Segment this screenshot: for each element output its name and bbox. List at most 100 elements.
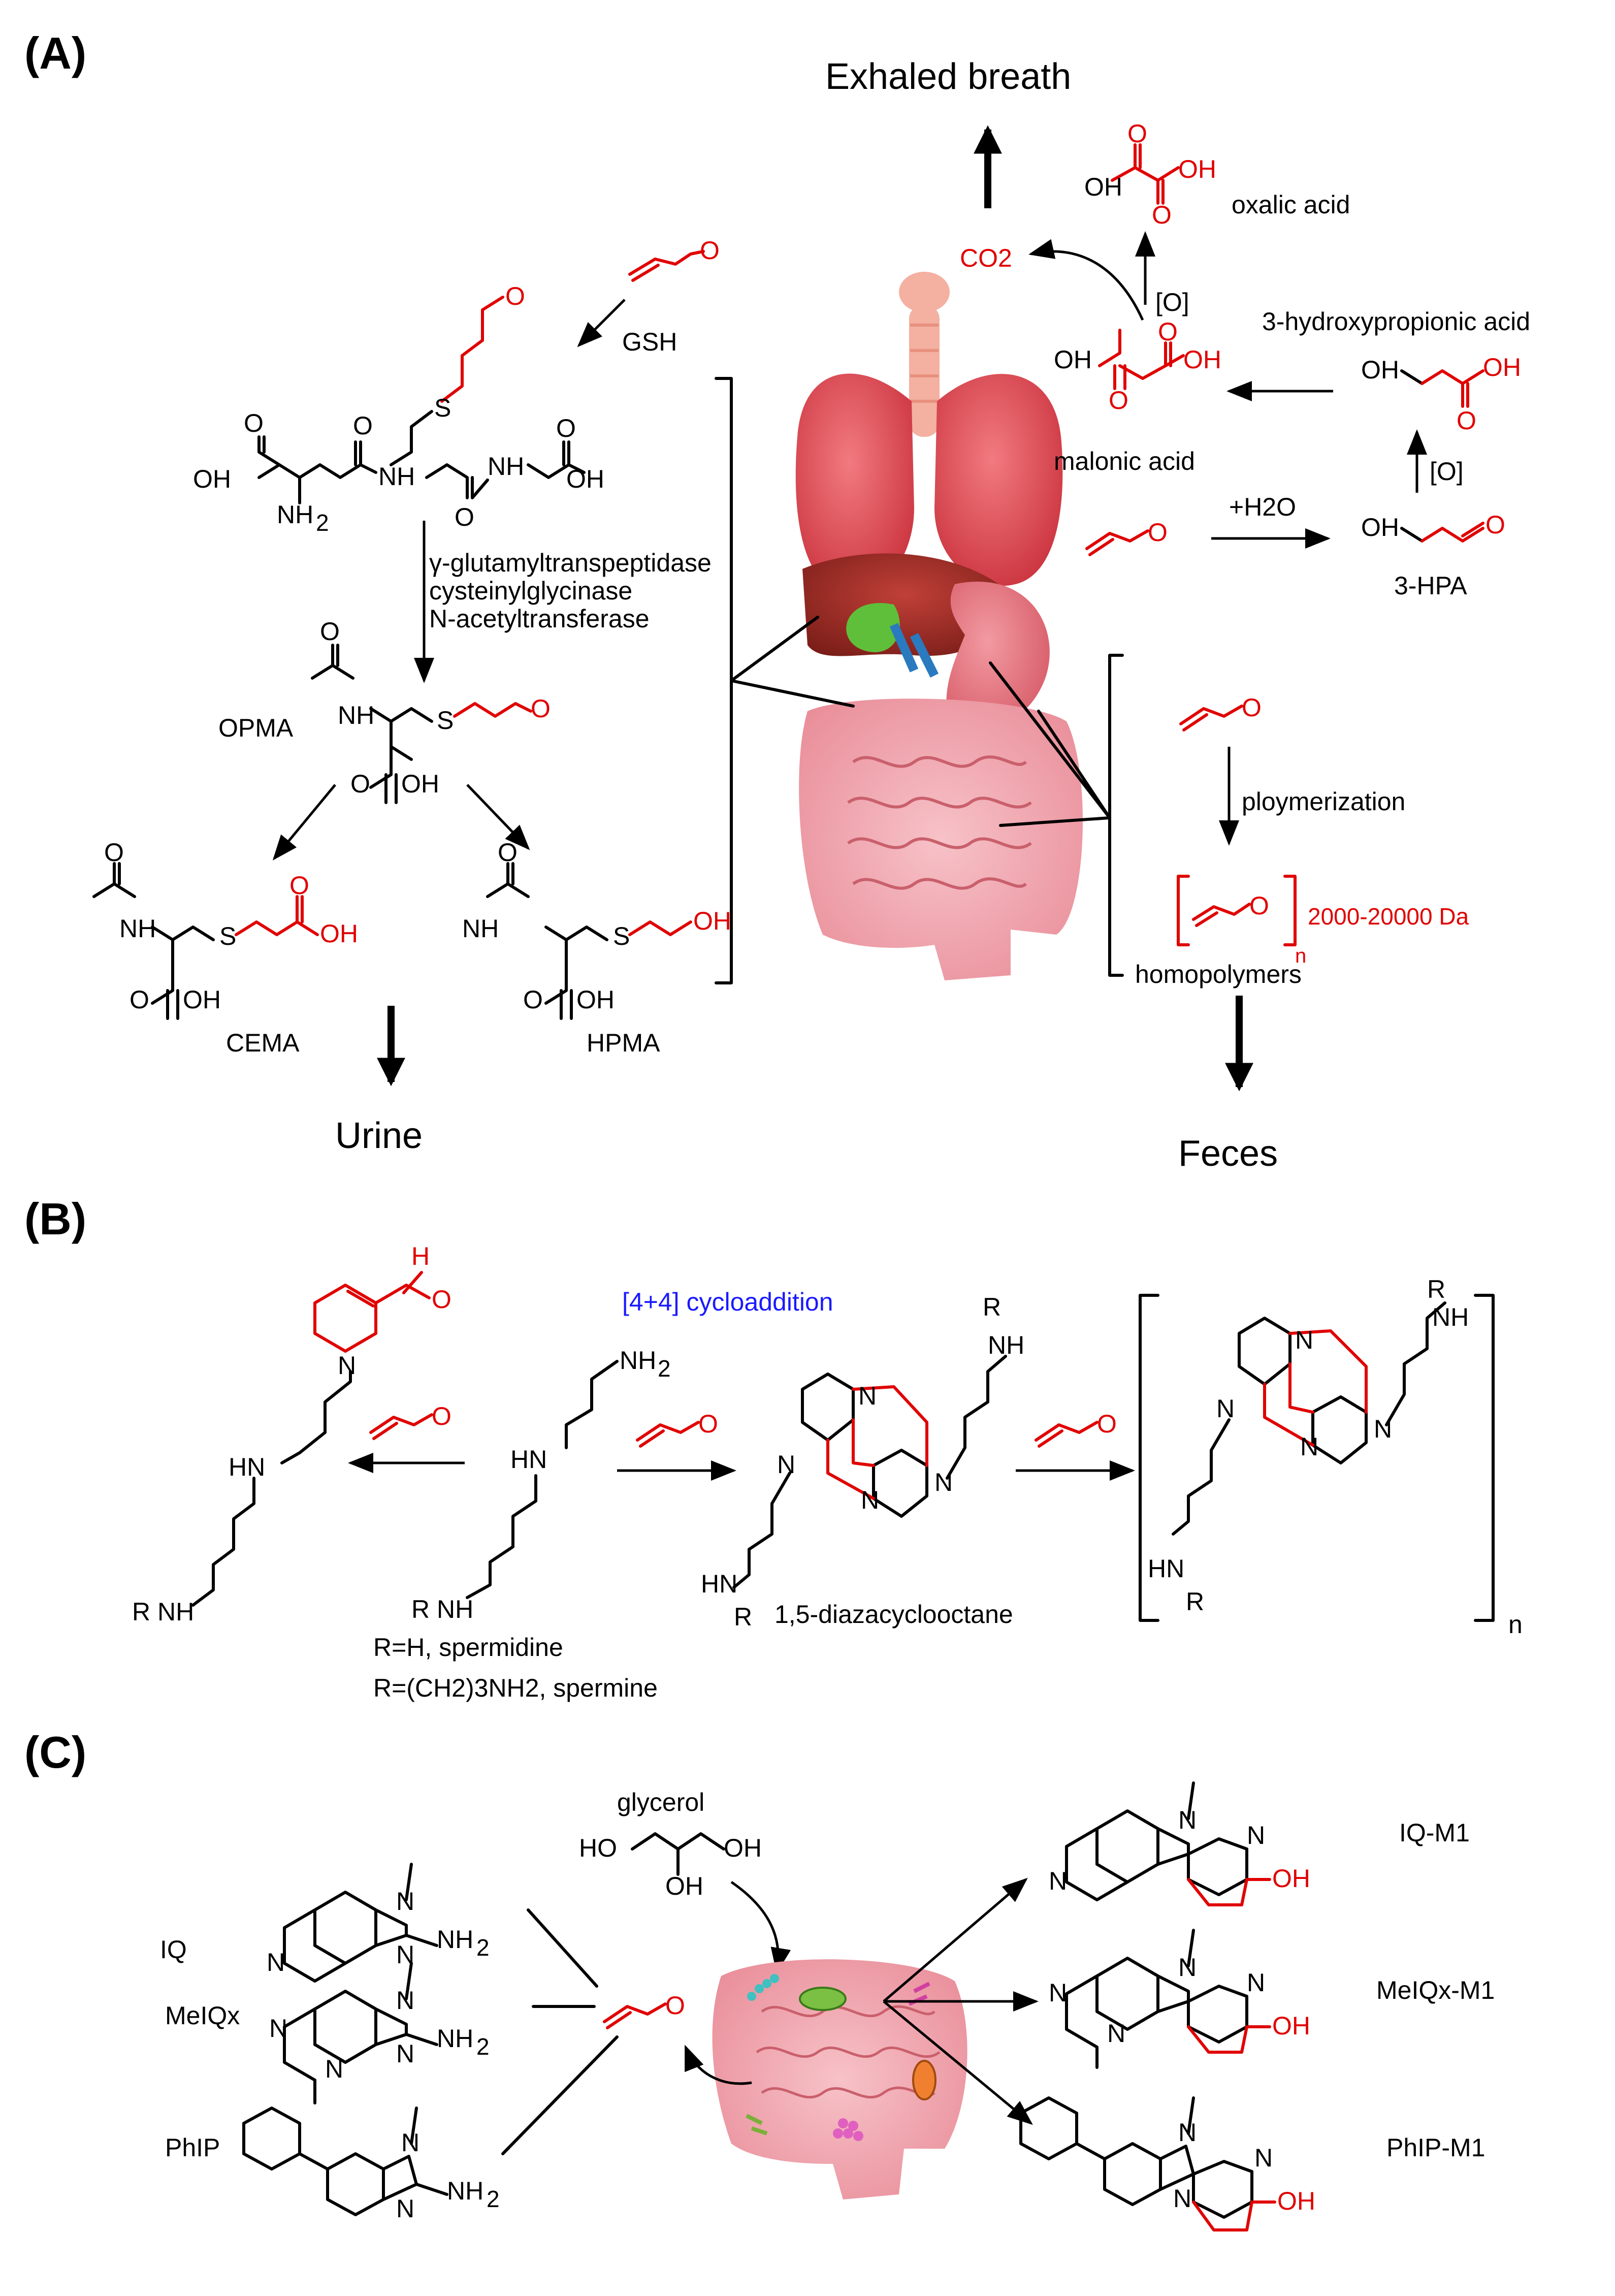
svg-text:NH: NH [620, 1346, 656, 1375]
arrow-malonic-to-co2 [1028, 239, 1144, 321]
svg-text:OH: OH [1277, 2187, 1315, 2215]
gsh-label: GSH [622, 328, 677, 356]
svg-text:S: S [613, 922, 630, 950]
svg-text:N: N [1178, 1953, 1197, 1982]
svg-text:R: R [734, 1603, 752, 1631]
svg-text:N: N [269, 2014, 287, 2043]
svg-text:NH: NH [338, 701, 374, 729]
meiqx-m1-structure: N N N N OH [1049, 1929, 1310, 2069]
enzyme-3: N-acetyltransferase [429, 604, 650, 633]
polyacrolein-structure: On [1177, 875, 1306, 967]
svg-text:N: N [1107, 2019, 1125, 2048]
svg-text:N: N [1173, 2184, 1191, 2213]
svg-text:H: H [411, 1242, 430, 1270]
svg-text:O: O [556, 414, 576, 442]
meiqx-label: MeIQx [165, 2001, 240, 2030]
svg-text:O: O [523, 985, 543, 1014]
svg-text:O: O [1457, 406, 1476, 435]
hydration-label: +H2O [1229, 493, 1296, 521]
svg-text:N: N [1247, 1821, 1265, 1849]
acrolein-oxygen-c: O [665, 1991, 685, 2020]
svg-text:NH: NH [119, 914, 156, 943]
oxidation-label-1: [O] [1155, 288, 1189, 316]
acrolein-oxygen-b1: O [432, 1402, 451, 1430]
exhaled-breath-label: Exhaled breath [825, 56, 1071, 97]
panel-label-b: (B) [24, 1194, 86, 1244]
svg-text:R: R [1186, 1587, 1204, 1616]
cycloaddition-label: [4+4] cycloaddition [622, 1288, 833, 1316]
svg-text:OH: OH [1178, 155, 1216, 183]
svg-text:N: N [1300, 1432, 1318, 1461]
mass-range-label: 2000-20000 Da [1308, 903, 1469, 930]
iq-label: IQ [160, 1935, 187, 1964]
svg-text:O: O [1109, 386, 1128, 414]
organs-illustration [795, 272, 1083, 980]
opma-label: OPMA [218, 714, 294, 742]
svg-text:2: 2 [316, 509, 329, 536]
co2-label: CO2 [960, 244, 1012, 272]
svg-text:O: O [289, 871, 309, 900]
gut-microbiota-illustration [712, 1959, 967, 2199]
feces-label: Feces [1178, 1133, 1278, 1174]
svg-text:HN: HN [510, 1445, 547, 1474]
svg-text:N: N [1049, 1979, 1067, 2007]
svg-text:O: O [1249, 891, 1269, 920]
svg-text:2: 2 [487, 2186, 500, 2212]
svg-text:O: O [1152, 201, 1172, 229]
svg-text:N: N [858, 1382, 877, 1410]
hpa-label: 3-HPA [1394, 571, 1467, 600]
svg-text:OH: OH [1272, 2012, 1310, 2040]
line-iq [527, 1908, 598, 1988]
acrolein-oxygen-a-mid: O [1148, 518, 1168, 547]
arrow-to-hpma [466, 784, 530, 850]
svg-text:HO: HO [579, 1834, 617, 1862]
acrolein-mark-b2 [636, 1421, 700, 1448]
svg-text:O: O [531, 694, 551, 723]
iq-m1-structure: NNN OH [1049, 1781, 1310, 1906]
svg-text:NH: NH [447, 2177, 483, 2205]
svg-text:n: n [1295, 945, 1306, 967]
svg-text:N: N [1254, 2144, 1273, 2172]
bracket-left-leaders [730, 616, 855, 708]
malonic-acid-label: malonic acid [1054, 447, 1195, 475]
acrolein-mark-a-right [1179, 705, 1243, 731]
acrolein-oxygen-b3: O [1097, 1410, 1117, 1438]
svg-text:R: R [411, 1595, 430, 1623]
bracket-right [1108, 654, 1124, 977]
phip-m1-structure: NNN OH [1019, 2096, 1315, 2231]
svg-text:N: N [1295, 1326, 1313, 1354]
repeat-unit-label: n [1508, 1610, 1523, 1639]
svg-text:2: 2 [476, 2033, 490, 2060]
svg-text:OH: OH [1272, 1864, 1310, 1893]
iq-m1-label: IQ-M1 [1399, 1819, 1470, 1847]
phip-label: PhIP [165, 2133, 220, 2162]
arrow-to-iq-m1 [883, 1877, 1028, 2002]
svg-text:N: N [1247, 1968, 1265, 1997]
acrolein-mark-b1 [369, 1413, 433, 1440]
svg-text:N: N [1216, 1394, 1235, 1423]
svg-text:N: N [396, 1887, 414, 1916]
svg-text:O: O [1127, 119, 1147, 148]
svg-text:R: R [1427, 1275, 1445, 1303]
svg-text:N: N [338, 1351, 356, 1380]
phip-m1-label: PhIP-M1 [1386, 2133, 1485, 2162]
cema-label: CEMA [226, 1029, 300, 1057]
urine-label: Urine [335, 1115, 423, 1156]
svg-text:S: S [437, 706, 454, 735]
arrow-to-cema [272, 784, 336, 860]
oxalic-acid-label: oxalic acid [1232, 190, 1350, 219]
svg-text:N: N [777, 1450, 795, 1479]
svg-text:OH: OH [1361, 356, 1399, 384]
r-spermine-label: R=(CH2)3NH2, spermine [373, 1674, 658, 1702]
